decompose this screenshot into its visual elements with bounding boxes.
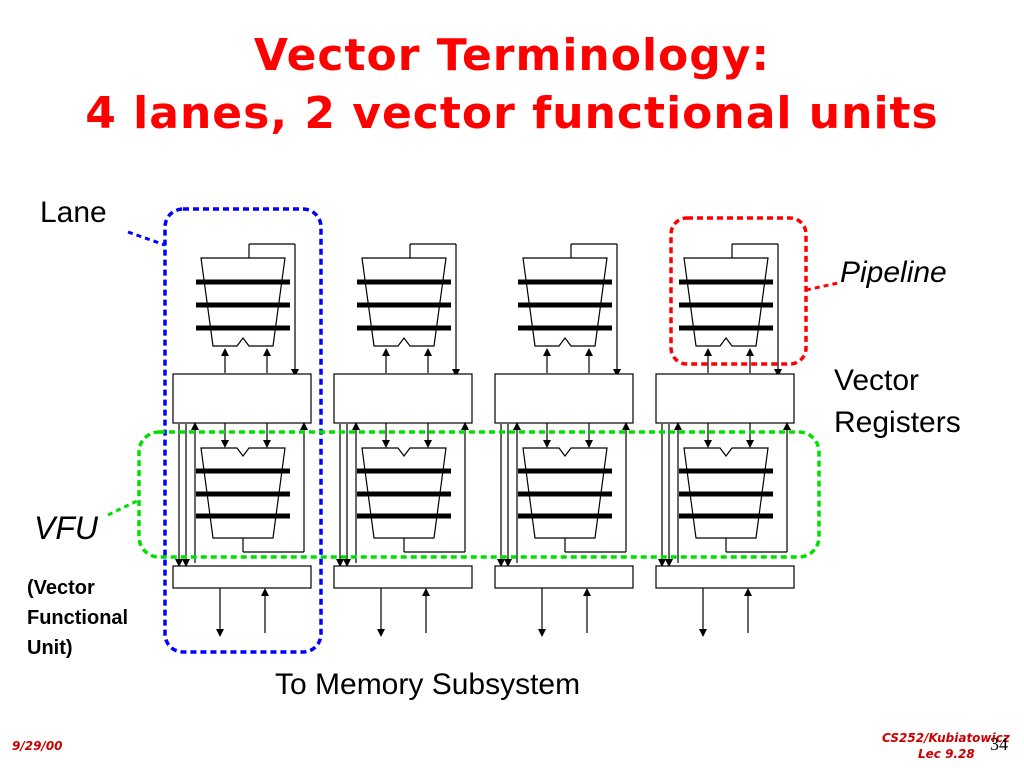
- vector-registers-label-line-1: Vector: [834, 364, 920, 397]
- slide-title-line-2: 4 lanes, 2 vector functional units: [85, 88, 939, 139]
- lane-1-memory-port: [172, 565, 312, 589]
- lane-callout-line: [127, 230, 166, 247]
- pipeline-label: Pipeline: [840, 256, 947, 289]
- lanes-group: [172, 243, 795, 637]
- vfu-callout-line: [107, 498, 140, 517]
- pipeline-highlight: [669, 216, 808, 366]
- lane-3-vector-registers: [494, 373, 634, 424]
- slide-title-line-1: Vector Terminology:: [253, 30, 771, 81]
- lane-4-memory-port: [655, 565, 795, 589]
- lane-4-pipeline-upper: [683, 257, 769, 347]
- lane-3-pipeline-upper: [522, 257, 608, 347]
- slide-number: 34: [990, 734, 1008, 754]
- lane-2-vector-registers: [333, 373, 473, 424]
- lane-3-memory-port: [494, 565, 634, 589]
- vfu-expanded-line-1: (Vector: [27, 577, 95, 599]
- lane-label: Lane: [40, 196, 107, 229]
- lane-1-pipeline-upper: [200, 257, 286, 347]
- vfu-expanded-line-3: Unit): [27, 637, 73, 659]
- lane-2-memory-port: [333, 565, 473, 589]
- vfu-expanded-line-2: Functional: [27, 607, 129, 629]
- footer-date: 9/29/00: [12, 739, 63, 753]
- pipeline-callout-line: [805, 281, 839, 292]
- lane-1-vector-registers: [172, 373, 312, 424]
- vfu-label: VFU: [34, 510, 98, 546]
- footer-lecture: Lec 9.28: [918, 747, 975, 761]
- footer-course: CS252/Kubiatowicz: [882, 731, 1010, 745]
- vfu-highlight: [137, 430, 821, 559]
- lane-2-pipeline-upper: [361, 257, 447, 347]
- lane-4-vector-registers: [655, 373, 795, 424]
- vector-registers-label-line-2: Registers: [834, 406, 961, 439]
- memory-subsystem-label: To Memory Subsystem: [275, 668, 581, 701]
